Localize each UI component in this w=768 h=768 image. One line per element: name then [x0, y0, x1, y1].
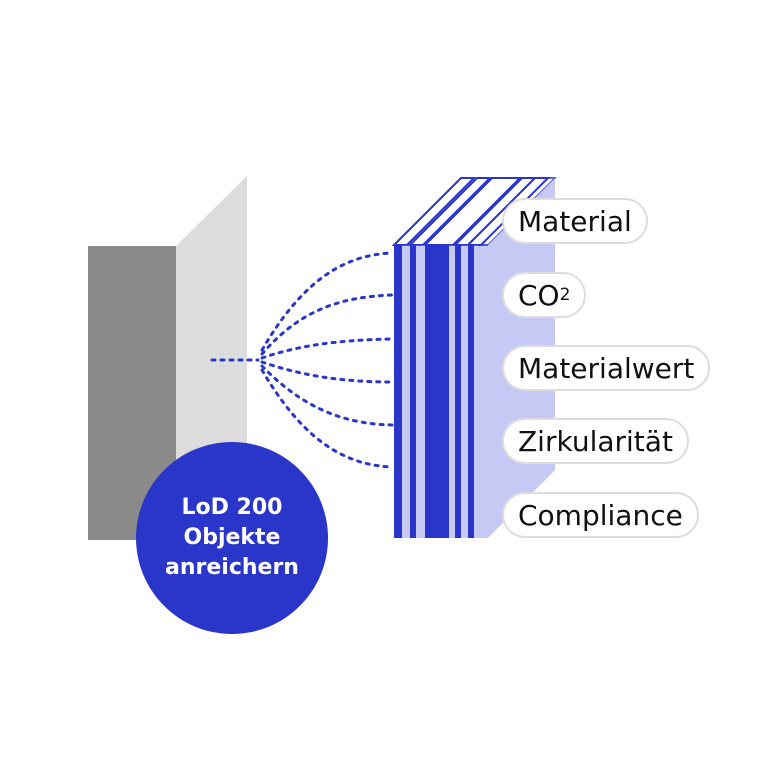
- dotted-line: [260, 251, 394, 352]
- circle-line-1: LoD 200: [181, 495, 283, 520]
- dotted-line: [260, 337, 394, 360]
- layer-gap: [474, 245, 478, 538]
- layer-front: [455, 245, 461, 538]
- layer-gap: [461, 245, 468, 538]
- layer-front: [410, 245, 416, 538]
- attribute-label: Materialwert: [518, 351, 695, 385]
- circle-line-2: Objekte: [183, 525, 281, 550]
- layer-back-front: [478, 245, 488, 538]
- layer-front-thick: [425, 245, 449, 538]
- layer-gap: [449, 245, 455, 538]
- attribute-pill-materialwert: Materialwert: [502, 345, 711, 391]
- attribute-pill-zirkularitaet: Zirkularität: [502, 418, 689, 464]
- layer-front: [468, 245, 474, 538]
- lod-circle-label: LoD 200 Objekte anreichern: [136, 442, 328, 634]
- layer-front: [394, 245, 402, 538]
- attribute-subscript: 2: [559, 285, 571, 305]
- attribute-label: Zirkularität: [518, 424, 673, 458]
- circle-line-3: anreichern: [165, 555, 299, 580]
- attribute-pill-material: Material: [502, 198, 648, 244]
- attribute-pill-compliance: Compliance: [502, 492, 699, 538]
- attribute-label: CO: [518, 278, 560, 312]
- lod-circle-shape: [136, 442, 328, 634]
- dotted-line: [260, 293, 394, 356]
- dotted-line: [260, 360, 394, 384]
- dotted-line: [260, 368, 394, 469]
- dotted-connector-lines: [210, 251, 394, 469]
- attribute-label: Material: [518, 204, 632, 238]
- dotted-line: [260, 364, 394, 427]
- layer-gap: [402, 245, 410, 538]
- attribute-label: Compliance: [518, 498, 683, 532]
- layer-gap: [416, 245, 425, 538]
